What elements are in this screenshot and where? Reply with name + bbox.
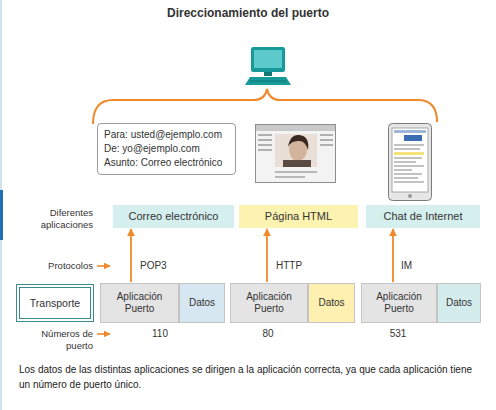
data-segment-text: Datos — [189, 297, 215, 309]
application-box-text: Página HTML — [265, 210, 332, 223]
port-number: 110 — [140, 328, 180, 340]
side-bar-marker — [0, 190, 3, 240]
email-note-box-text: De: yo@ejemplo.com — [104, 142, 200, 156]
port-number: 531 — [378, 328, 418, 340]
flow-arrow — [130, 229, 132, 282]
row-label: Números de puerto — [26, 328, 93, 352]
row-arrow — [97, 333, 110, 335]
port-segment-text: Aplicación Puerto — [235, 291, 303, 315]
flow-arrow — [392, 229, 394, 282]
application-box: Página HTML — [239, 205, 358, 228]
row-arrow — [97, 265, 110, 267]
port-segment-text: Aplicación Puerto — [105, 291, 174, 315]
data-segment: Datos — [437, 283, 481, 323]
email-note-box: Para: usted@ejemplo.comDe: yo@ejemplo.co… — [97, 123, 236, 175]
transport-box-text: Transporte — [30, 297, 80, 310]
protocol-label: POP3 — [140, 260, 180, 272]
data-segment: Datos — [308, 283, 355, 323]
port-number: 80 — [248, 328, 288, 340]
data-segment-text: Datos — [318, 297, 344, 309]
port-segment: Aplicación Puerto — [361, 283, 437, 323]
application-box-text: Correo electrónico — [129, 210, 219, 223]
diagram-title: Direccionamiento del puerto — [0, 6, 496, 21]
protocol-label: HTTP — [276, 260, 316, 272]
web-page-picture — [256, 125, 336, 183]
port-segment-text: Aplicación Puerto — [366, 291, 432, 315]
port-segment: Aplicación Puerto — [230, 283, 308, 323]
email-note-box-text: Para: usted@ejemplo.com — [104, 128, 222, 142]
data-segment: Datos — [179, 283, 225, 323]
flow-arrow — [266, 229, 268, 282]
computer-icon — [245, 47, 291, 85]
protocol-label: IM — [401, 260, 441, 272]
application-box-text: Chat de Internet — [384, 210, 463, 223]
chat-phone-picture — [389, 124, 432, 201]
data-segment-text: Datos — [446, 297, 472, 309]
row-label: Protocolos — [26, 260, 93, 272]
bracket — [93, 89, 437, 124]
caption-text: Los datos de las distintas aplicaciones … — [19, 362, 483, 392]
side-bar — [0, 0, 2, 410]
port-segment: Aplicación Puerto — [100, 283, 179, 323]
transport-box: Transporte — [16, 284, 94, 322]
application-box: Chat de Internet — [366, 205, 480, 228]
row-label: Diferentes aplicaciones — [26, 207, 93, 231]
email-note-box-text: Asunto: Correo electrónico — [104, 156, 222, 170]
application-box: Correo electrónico — [113, 205, 234, 228]
